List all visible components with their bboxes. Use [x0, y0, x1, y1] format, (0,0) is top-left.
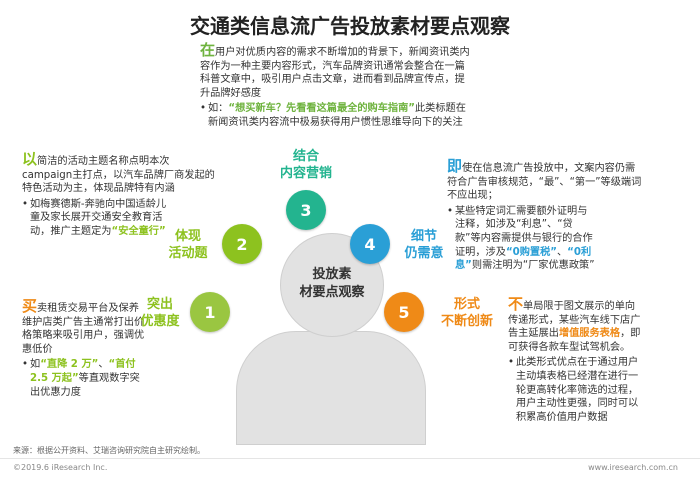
label-1-line1: 突出 — [146, 297, 173, 312]
label-5-line2: 不断创新 — [440, 314, 493, 329]
paragraph-text: 简洁的活动主题名称点明本次campaign主打点，以汽车品牌厂商发起的特色活动为… — [22, 156, 215, 195]
label-4: 细节 仍需意 — [398, 228, 450, 262]
lead-char: 不 — [508, 295, 524, 313]
example-highlight-1: “直降 2 万” — [40, 359, 99, 371]
discount-paragraph: 买卖租赁交易平台及保养维护店类广告主通常打出价格策略来吸引用户，强调优惠低价 — [22, 297, 146, 356]
circle-2: 2 — [222, 224, 262, 264]
example-mid: 、 — [98, 359, 109, 371]
paragraph-highlight: 增值服务表格 — [558, 328, 621, 340]
circle-5: 5 — [384, 292, 424, 332]
example-suffix: 则需注明为“厂家优惠政策” — [471, 260, 595, 272]
example-text: 某些特定词汇需要额外证明与注释，如涉及“利息”、“贷款”等内容需提供与银行的合作… — [455, 205, 593, 258]
example-quote: “想买新车？先看看这篇最全的购车指南” — [228, 103, 415, 115]
paragraph-text: 单局限于图文展示的单向传递形式，某些汽车线下店广告主延展出 — [508, 301, 641, 340]
center-title: 投放素 材要点观察 — [276, 266, 388, 302]
page-title: 交通类信息流广告投放素材要点观察 — [190, 14, 510, 38]
label-1: 突出 优惠度 — [136, 296, 184, 330]
source-note: 来源：根据公开资料、艾瑞咨询研究院自主研究绘制。 — [13, 446, 205, 455]
details-paragraph: 即使在信息流广告投放中，文案内容仍需符合广告审核规范，“最”、“第一”等级端词不… — [447, 157, 643, 203]
innovation-text: 不单局限于图文展示的单向传递形式，某些汽车线下店广告主延展出增值服务表格，即可获… — [508, 295, 644, 424]
label-3-line2: 内容营销 — [279, 166, 332, 181]
label-4-line2: 仍需意 — [404, 246, 444, 261]
lead-char: 在 — [200, 41, 216, 59]
copyright: ©2019.6 iResearch Inc. — [13, 463, 108, 472]
activity-theme-paragraph: 以简洁的活动主题名称点明本次campaign主打点，以汽车品牌厂商发起的特色活动… — [22, 150, 218, 196]
content-marketing-text: 在用户对优质内容的需求不断增加的背景下，新闻资讯类内容作为一种主要内容形式，汽车… — [200, 41, 472, 130]
label-2-line2: 活动题 — [168, 246, 208, 261]
details-text: 即使在信息流广告投放中，文案内容仍需符合广告审核规范，“最”、“第一”等级端词不… — [447, 157, 643, 273]
circle-3: 3 — [286, 190, 326, 230]
innovation-paragraph: 不单局限于图文展示的单向传递形式，某些汽车线下店广告主延展出增值服务表格，即可获… — [508, 295, 644, 354]
example-suffix: 此类标题在新闻资讯类内容流中极易获得用户惯性思维导向下的关注 — [208, 103, 466, 128]
footer-divider — [0, 458, 700, 459]
label-5: 形式 不断创新 — [432, 296, 502, 330]
discount-text: 买卖租赁交易平台及保养维护店类广告主通常打出价格策略来吸引用户，强调优惠低价 如… — [22, 297, 146, 399]
paragraph-text: 卖租赁交易平台及保养维护店类广告主通常打出价格策略来吸引用户，强调优惠低价 — [22, 303, 145, 355]
example-highlight-2: “首付 2.5 万起” — [30, 359, 136, 384]
label-3: 结合 内容营销 — [270, 148, 342, 182]
label-5-line1: 形式 — [453, 297, 480, 312]
example-highlight: “安全童行” — [111, 225, 166, 237]
example-text: 此类形式优点在于通过用户主动填表格已经潜在进行一轮更高转化率筛选的过程，用户主动… — [516, 357, 639, 423]
circle-4: 4 — [350, 224, 390, 264]
person-body-shape — [236, 331, 426, 445]
label-2-line1: 体现 — [174, 229, 201, 244]
paragraph-suffix: ，即可获得各款车型试驾机会。 — [508, 328, 641, 353]
label-2: 体现 活动题 — [160, 228, 216, 262]
label-4-line1: 细节 — [410, 229, 437, 244]
example-mid: 、 — [556, 246, 568, 258]
example-highlight-1: “0购置税” — [505, 246, 557, 258]
example-bullet: 此类形式优点在于通过用户主动填表格已经潜在进行一轮更高转化率筛选的过程，用户主动… — [508, 356, 644, 424]
paragraph-text: 用户对优质内容的需求不断增加的背景下，新闻资讯类内容作为一种主要内容形式，汽车品… — [200, 47, 470, 99]
label-1-line2: 优惠度 — [140, 314, 180, 329]
lead-char: 买 — [22, 297, 38, 315]
circle-1: 1 — [190, 292, 230, 332]
lead-char: 即 — [447, 157, 463, 175]
example-text: 如梅赛德斯-奔驰向中国适龄儿童及家长展开交通安全教育活动，推广主题定为 — [30, 198, 167, 237]
example-prefix: 如： — [208, 103, 229, 115]
activity-theme-text: 以简洁的活动主题名称点明本次campaign主打点，以汽车品牌厂商发起的特色活动… — [22, 150, 218, 239]
example-bullet: 如“直降 2 万”、“首付 2.5 万起”等直观数字突出优惠力度 — [22, 358, 146, 399]
paragraph-text: 使在信息流广告投放中，文案内容仍需符合广告审核规范，“最”、“第一”等级端词不应… — [447, 163, 642, 202]
example-bullet: 某些特定词汇需要额外证明与注释，如涉及“利息”、“贷款”等内容需提供与银行的合作… — [447, 205, 597, 273]
center-title-line1: 投放素 — [312, 267, 352, 282]
label-3-line1: 结合 — [292, 149, 319, 164]
footer-url: www.iresearch.com.cn — [588, 463, 678, 472]
content-marketing-paragraph: 在用户对优质内容的需求不断增加的背景下，新闻资讯类内容作为一种主要内容形式，汽车… — [200, 41, 472, 100]
example-bullet: 如：“想买新车？先看看这篇最全的购车指南”此类标题在新闻资讯类内容流中极易获得用… — [200, 102, 472, 129]
example-highlight-2: “0利息” — [455, 246, 592, 272]
lead-char: 以 — [22, 150, 38, 168]
center-title-line2: 材要点观察 — [299, 285, 365, 300]
example-bullet: 如梅赛德斯-奔驰向中国适龄儿童及家长展开交通安全教育活动，推广主题定为“安全童行… — [22, 198, 172, 239]
example-suffix: 等直观数字突出优惠力度 — [30, 372, 140, 398]
example-prefix: 如 — [30, 359, 41, 371]
